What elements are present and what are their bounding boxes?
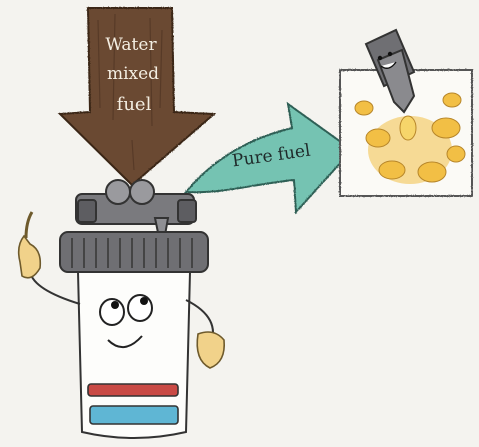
input-label-line2: mixed [107, 64, 159, 84]
raised-hand [19, 212, 41, 278]
water-level-blue-band [90, 406, 178, 424]
input-label-line3: fuel [117, 94, 152, 115]
input-label-line1: Water [105, 35, 157, 55]
water-level-red-band [88, 384, 178, 396]
fuel-filter-character [19, 180, 225, 438]
resting-hand [197, 332, 224, 368]
